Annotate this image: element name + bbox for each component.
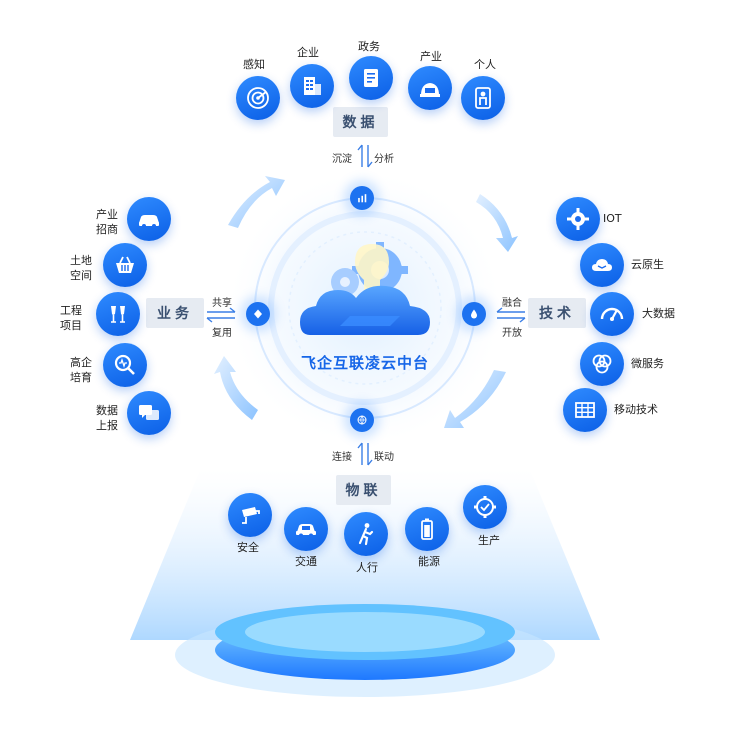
radar-icon xyxy=(247,87,269,109)
data-item-government xyxy=(349,56,393,100)
data-node xyxy=(350,186,374,210)
data-item-label: 个人 xyxy=(474,58,496,71)
business-item-label: 产业招商 xyxy=(96,208,118,236)
cycle-arrow-top-right xyxy=(476,194,518,252)
gear-icon xyxy=(567,208,589,230)
walker-icon xyxy=(358,523,374,546)
connector-label-open: 开放 xyxy=(502,328,522,339)
connector-label-analyze: 分析 xyxy=(374,154,394,165)
connector-label-share: 共享 xyxy=(212,298,232,309)
connector-label-merge: 融合 xyxy=(502,298,522,309)
diamond-icon xyxy=(254,309,262,319)
magnifier-icon xyxy=(114,354,135,375)
category-tech: 技术 xyxy=(528,298,586,328)
tech-item-iot xyxy=(556,197,600,241)
tech-node xyxy=(462,302,486,326)
data-item-label: 感知 xyxy=(243,58,265,71)
tech-item-cloud-native xyxy=(580,243,624,287)
cycle-arrow-bottom-right xyxy=(444,370,506,428)
business-item-project xyxy=(96,292,140,336)
circles-icon xyxy=(592,354,612,374)
factory-icon xyxy=(420,83,440,97)
cycle-arrow-bottom-left xyxy=(214,356,258,420)
iot-item-production xyxy=(463,485,507,529)
building-icon xyxy=(304,77,321,95)
cheers-icon xyxy=(111,306,125,323)
globe-icon xyxy=(357,415,367,425)
data-item-label: 政务 xyxy=(358,40,380,53)
gauge-icon xyxy=(600,307,624,321)
iot-item-traffic xyxy=(284,507,328,551)
business-item-label: 高企培育 xyxy=(70,356,92,384)
drop-icon xyxy=(471,309,477,319)
camera-icon xyxy=(242,507,260,524)
business-item-hightech xyxy=(103,343,147,387)
iot-item-label: 生产 xyxy=(478,534,500,547)
tech-item-label: IOT xyxy=(603,212,622,225)
grid-icon xyxy=(575,402,595,418)
tech-item-label: 微服务 xyxy=(631,357,664,370)
category-business: 业务 xyxy=(146,298,204,328)
tech-item-bigdata xyxy=(590,292,634,336)
cloud-gear-illustration xyxy=(300,242,430,335)
data-item-enterprise xyxy=(290,64,334,108)
person-icon xyxy=(475,87,491,109)
cloud-icon xyxy=(592,259,612,271)
iot-node xyxy=(350,408,374,432)
data-item-label: 产业 xyxy=(420,50,442,63)
connector-arrows xyxy=(206,144,526,466)
data-item-personal xyxy=(461,76,505,120)
tech-item-microservice xyxy=(580,342,624,386)
connector-label-reuse: 复用 xyxy=(212,328,232,339)
battery-icon xyxy=(421,518,433,540)
iot-item-pedestrian xyxy=(344,512,388,556)
business-item-label: 土地空间 xyxy=(70,254,92,282)
business-item-label: 工程项目 xyxy=(60,304,82,332)
iot-item-energy xyxy=(405,507,449,551)
platform-title: 飞企互联凌云中台 xyxy=(300,354,429,372)
iot-item-security xyxy=(228,493,272,537)
business-item-label: 数据上报 xyxy=(96,404,118,432)
chat-icon xyxy=(139,405,159,420)
category-iot: 物联 xyxy=(336,475,391,505)
data-item-industry xyxy=(408,66,452,110)
business-node xyxy=(246,302,270,326)
production-gear-icon xyxy=(474,496,496,518)
data-item-sensing xyxy=(236,76,280,120)
business-item-land xyxy=(103,243,147,287)
cycle-arrow-top-left xyxy=(228,176,285,228)
platform-top-inner xyxy=(245,612,485,652)
category-data: 数据 xyxy=(333,107,388,137)
tech-item-mobile xyxy=(563,388,607,432)
car-icon xyxy=(139,215,159,228)
connector-label-connect: 连接 xyxy=(332,452,352,463)
iot-item-label: 交通 xyxy=(295,555,317,568)
vehicle-icon xyxy=(296,524,316,538)
business-item-investment xyxy=(127,197,171,241)
data-item-label: 企业 xyxy=(297,46,319,59)
center-ring-dashed xyxy=(288,231,442,385)
business-item-report xyxy=(127,391,171,435)
basket-icon xyxy=(116,256,134,273)
center-ring-mid xyxy=(268,211,462,405)
iot-item-label: 能源 xyxy=(418,555,440,568)
document-icon xyxy=(364,69,378,87)
bar-chart-icon xyxy=(357,193,366,202)
tech-item-label: 云原生 xyxy=(631,258,664,271)
tech-item-label: 移动技术 xyxy=(614,403,658,416)
iot-item-label: 人行 xyxy=(356,561,378,574)
connector-label-settle: 沉淀 xyxy=(332,154,352,165)
iot-item-label: 安全 xyxy=(237,541,259,554)
connector-label-linkage: 联动 xyxy=(374,452,394,463)
tech-item-label: 大数据 xyxy=(642,307,675,320)
